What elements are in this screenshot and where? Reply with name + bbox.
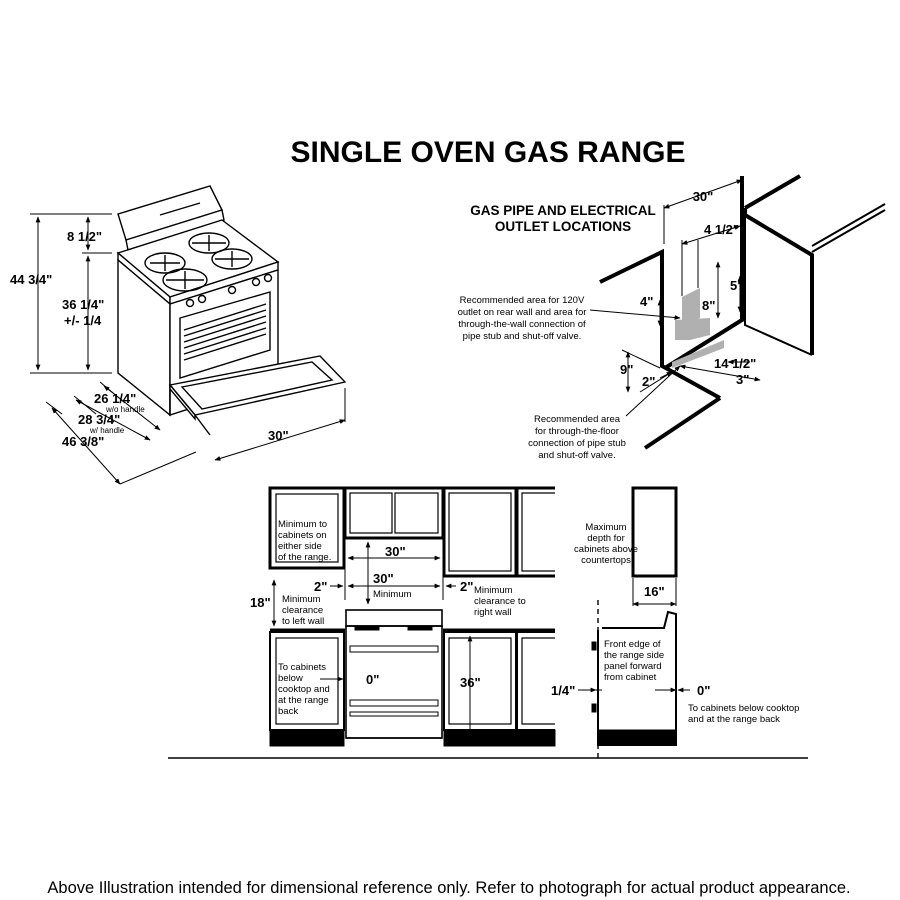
gas-pipe-diagram [589,174,886,450]
gas-pipe-heading-line1: GAS PIPE AND ELECTRICAL [470,203,656,218]
overall-height-label: 44 3/4" [10,272,52,287]
outlet-note: Recommended area for 120V outlet on rear… [458,295,587,342]
counter-height-label: 36" [460,675,481,690]
page-title: SINGLE OVEN GAS RANGE [290,136,685,169]
min-width-label: 30" [373,571,394,586]
svg-text:cabinets on: cabinets on [278,530,327,541]
zero-clearance-label: 0" [366,672,379,687]
min-width-caption: Minimum [373,589,412,600]
upper-height-label: 18" [250,595,271,610]
svg-text:Recommended area: Recommended area [534,414,621,425]
svg-text:To cabinets below cooktop: To cabinets below cooktop [688,703,799,714]
cabinet-side-elevation [578,486,690,758]
svg-text:To cabinets: To cabinets [278,662,326,673]
gas-pipe-dim-14-label: 14 1/2" [714,356,756,371]
svg-text:panel forward: panel forward [604,661,662,672]
svg-text:Minimum to: Minimum to [278,519,327,530]
floor-connection-note: Recommended area for through-the-floor c… [528,414,626,461]
depth-without-handle-label: 26 1/4" [94,391,136,406]
svg-text:Front edge of: Front edge of [604,639,661,650]
gas-pipe-dim-5-label: 5" [730,278,743,293]
svg-text:and shut-off valve.: and shut-off valve. [538,450,615,461]
svg-text:below: below [278,673,303,684]
depth-with-handle-label: 28 3/4" [78,412,120,427]
gas-pipe-dim-3-label: 3" [736,372,749,387]
left-wall-note: Minimum clearance to left wall [282,594,324,627]
svg-text:countertops: countertops [581,555,631,566]
max-depth-note: Maximum depth for cabinets above counter… [574,522,638,566]
left-clearance-label: 2" [314,579,327,594]
svg-text:from cabinet: from cabinet [604,672,657,683]
svg-text:through-the-wall connection of: through-the-wall connection of [458,319,586,330]
svg-text:the range side: the range side [604,650,664,661]
svg-text:Minimum: Minimum [282,594,321,605]
footer-disclaimer: Above Illustration intended for dimensio… [47,879,850,897]
backguard-height-label: 8 1/2" [67,229,102,244]
below-cooktop-note: To cabinets below cooktop and at the ran… [278,662,330,717]
gas-pipe-width-label: 30" [693,189,714,204]
side-offset-label: 1/4" [551,683,575,698]
cabinet-front-elevation [168,486,808,759]
gas-pipe-heading-line2: OUTLET LOCATIONS [495,219,631,234]
svg-text:Recommended area for 120V: Recommended area for 120V [460,295,585,306]
svg-text:Minimum: Minimum [474,585,513,596]
gas-pipe-dim-4-label: 4" [640,294,653,309]
svg-text:and at the range back: and at the range back [688,714,780,725]
side-zero-note: To cabinets below cooktop and at the ran… [688,703,799,725]
cooktop-tolerance-label: +/- 1/4 [64,313,102,328]
gas-pipe-dim-9-label: 9" [620,362,633,377]
svg-text:at the range: at the range [278,695,329,706]
svg-text:depth for: depth for [587,533,625,544]
svg-text:pipe stub and shut-off valve.: pipe stub and shut-off valve. [463,331,582,342]
range-dimension-lines [30,213,346,485]
svg-text:back: back [278,706,298,717]
svg-text:clearance: clearance [282,605,323,616]
max-depth-label: 16" [644,584,665,599]
svg-text:for through-the-floor: for through-the-floor [535,426,619,437]
gas-pipe-dim-8-label: 8" [702,298,715,313]
svg-text:connection of pipe stub: connection of pipe stub [528,438,626,449]
cooktop-height-label: 36 1/4" [62,297,104,312]
range-illustration [116,185,347,436]
svg-text:either side: either side [278,541,322,552]
gas-pipe-dim-2-label: 2" [642,374,655,389]
svg-text:cabinets above: cabinets above [574,544,638,555]
min-side-note: Minimum to cabinets on either side of th… [278,519,331,563]
depth-door-open-label: 46 3/8" [62,434,104,449]
side-zero-label: 0" [697,683,710,698]
svg-text:outlet on rear wall and area f: outlet on rear wall and area for [458,307,587,318]
svg-text:clearance to: clearance to [474,596,526,607]
right-clearance-label: 2" [460,579,473,594]
depth-without-handle-note: w/o handle [105,405,145,414]
range-width-label: 30" [268,428,289,443]
svg-text:cooktop and: cooktop and [278,684,330,695]
front-edge-note: Front edge of the range side panel forwa… [604,639,664,683]
svg-text:to left wall: to left wall [282,616,324,627]
svg-text:right wall: right wall [474,607,512,618]
svg-text:of the range.: of the range. [278,552,331,563]
gas-pipe-offset-label: 4 1/2" [704,222,739,237]
opening-width-label: 30" [385,544,406,559]
svg-text:Maximum: Maximum [585,522,626,533]
right-wall-note: Minimum clearance to right wall [474,585,526,618]
depth-with-handle-note: w/ handle [89,426,125,435]
